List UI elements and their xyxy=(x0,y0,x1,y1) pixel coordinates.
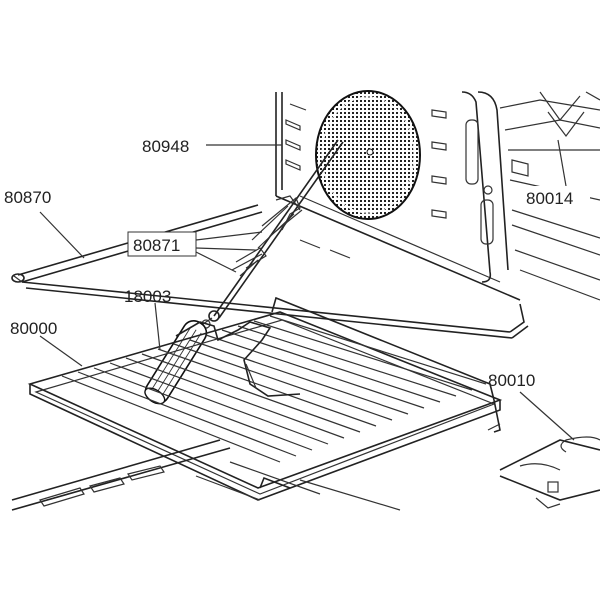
part-label-80010: 80010 xyxy=(488,371,535,390)
part-label-80014: 80014 xyxy=(526,189,573,208)
leader-80000 xyxy=(39,335,83,367)
part-label-18003: 18003 xyxy=(124,287,171,306)
leader-80871-a xyxy=(195,231,263,241)
leader-80010 xyxy=(519,391,575,441)
part-label-80000: 80000 xyxy=(10,319,57,338)
rotisserie-frame xyxy=(11,204,529,339)
part-label-80871: 80871 xyxy=(133,236,180,255)
part-label-80871-box xyxy=(127,231,197,257)
oven-cavity xyxy=(275,91,600,301)
wire-shelf xyxy=(27,296,503,501)
fan-cover xyxy=(315,90,421,220)
leader-lines xyxy=(39,139,575,441)
leader-80871-b xyxy=(195,247,257,251)
spit-assembly xyxy=(144,139,344,405)
leader-80870 xyxy=(39,211,85,259)
lower-rail xyxy=(11,439,401,511)
part-labels: 80948 80870 80871 18003 80000 80014 8001… xyxy=(4,137,590,390)
part-label-80014-bg xyxy=(520,186,590,210)
leader-80871-c xyxy=(195,251,237,273)
part-label-80870: 80870 xyxy=(4,188,51,207)
bottom-element xyxy=(499,436,600,509)
leader-80014 xyxy=(557,139,567,187)
part-label-80948: 80948 xyxy=(142,137,189,156)
leader-18003 xyxy=(154,302,161,351)
